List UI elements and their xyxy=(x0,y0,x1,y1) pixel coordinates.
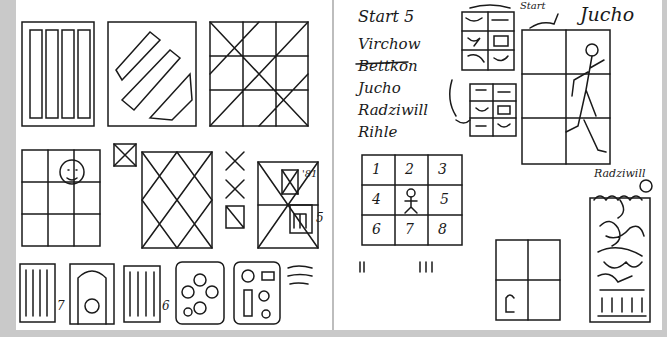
paper xyxy=(16,0,662,330)
page-note: '81 xyxy=(302,168,317,179)
name-item: Radziwill xyxy=(358,102,428,119)
name-item: Rihle xyxy=(358,124,397,141)
callout-number: 4 xyxy=(372,192,381,207)
page-note: Radziwill xyxy=(594,168,645,180)
callout-number: 6 xyxy=(162,300,170,313)
side-heading: Start 5 xyxy=(358,8,414,26)
callout-number: 5 xyxy=(440,192,449,207)
name-item: Bettkon xyxy=(358,58,418,75)
callout-number: 7 xyxy=(405,222,414,237)
callout-number: 5 xyxy=(316,212,324,225)
callout-number: 6 xyxy=(372,222,381,237)
gutter xyxy=(332,0,334,330)
callout-number: 1 xyxy=(372,162,381,177)
right-sketches xyxy=(356,5,652,322)
name-item: Virchow xyxy=(358,36,420,53)
callout-number: 2 xyxy=(405,162,414,177)
callout-number: 7 xyxy=(57,300,65,313)
left-sketches xyxy=(20,22,318,324)
page-note: Start xyxy=(520,0,546,11)
callout-number: 3 xyxy=(438,162,447,177)
callout-number: 8 xyxy=(438,222,447,237)
name-item: Jucho xyxy=(358,80,401,97)
page-heading: Jucho xyxy=(580,4,634,25)
